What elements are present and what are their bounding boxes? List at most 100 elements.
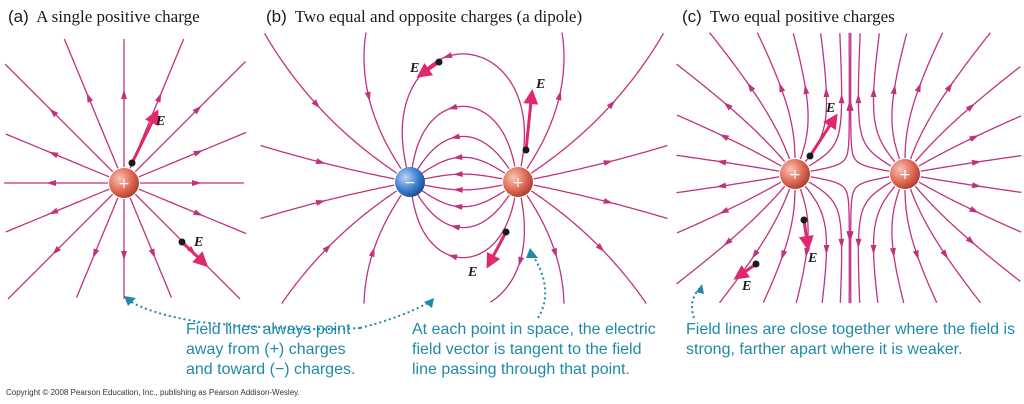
- panel-b-field-line-arrow: [447, 254, 458, 261]
- panel-c-field-line-arrow: [838, 93, 845, 104]
- panel-c-field-line: [891, 188, 905, 304]
- panel-b-field-line-arrow: [447, 103, 458, 110]
- panel-c-field-line-arrow: [914, 82, 921, 93]
- panel-a-field-line-arrow: [121, 89, 127, 99]
- panel-b-field-line-neg: [260, 144, 395, 180]
- panel-c-field-line: [909, 188, 982, 304]
- panel-c-field-line: [872, 185, 896, 303]
- panel-c-field-line: [857, 33, 892, 167]
- panel-c-field-line-arrow: [751, 249, 760, 259]
- panel-c-field-line: [904, 32, 944, 158]
- panel-c-field-line: [676, 185, 786, 285]
- panel-a-field-line: [5, 188, 110, 233]
- panel-b-field-line: [420, 188, 506, 208]
- e-vector-c-1: [808, 113, 838, 157]
- panel-b-field-line: [415, 135, 510, 173]
- caption-a-line-2: away from (+) charges: [186, 341, 346, 358]
- panel-b-field-line-neg-arrow: [315, 158, 326, 164]
- panel-c-field-line-arrow: [723, 102, 733, 111]
- panel-b-field-line-neg-arrow: [364, 91, 371, 102]
- panel-a-letter: (a): [8, 7, 29, 26]
- panel-b-field-lines: [260, 32, 668, 304]
- e-label-a-2: E: [193, 235, 203, 250]
- panel-a-field-line-arrow: [92, 248, 100, 259]
- panel-a-field-line: [134, 60, 247, 173]
- panel-c-field-line: [676, 114, 782, 167]
- panel-a-field-lines: [4, 38, 247, 300]
- panel-c-field-line-arrow: [781, 249, 788, 260]
- panel-c-field-line-arrow: [965, 103, 975, 112]
- panel-b-field-line: [533, 144, 668, 180]
- panel-b-field-line-arrow: [442, 52, 453, 58]
- panel-a-field-line: [63, 38, 119, 169]
- panel-c-field-line-arrow: [847, 101, 854, 111]
- panel-a-field-line: [5, 133, 110, 178]
- panel-b-field-line-arrow: [452, 154, 463, 161]
- panel-c-field-line: [920, 154, 1022, 172]
- e-dot-b-1: [435, 58, 443, 66]
- panel-c-field-line-arrow: [823, 244, 830, 255]
- panel-c-field-line-arrow: [940, 249, 949, 259]
- panel-a-field-line-arrow: [192, 105, 202, 115]
- panel-c-field-line: [804, 185, 828, 303]
- e-dot-a-1: [128, 159, 136, 167]
- e-dot-b-3: [502, 228, 510, 236]
- e-dot-c-2: [800, 216, 808, 224]
- panel-c-field-line: [718, 188, 791, 304]
- charge-b-minus: −: [395, 167, 425, 197]
- caption-density: Field lines are close together where the…: [686, 320, 1015, 360]
- charge-a-plus: +: [109, 168, 139, 198]
- e-vector-a-1: [130, 109, 159, 164]
- e-vector-c-3: [733, 262, 757, 280]
- charge-c-plus-left-ball: [780, 159, 810, 189]
- e-label-c-1: E: [825, 101, 835, 116]
- panel-c-field-line: [709, 32, 791, 160]
- panel-a-field-line-arrow: [46, 180, 56, 186]
- panel-b-field-line: [530, 33, 665, 174]
- e-vector-a-2: [180, 240, 209, 268]
- charge-a-plus-sign: +: [118, 176, 130, 192]
- pointer-tangent: [531, 253, 547, 319]
- panel-b-field-line-arrow: [603, 160, 614, 166]
- pointer-density: [691, 287, 701, 319]
- charge-b-plus-ball: [503, 167, 533, 197]
- panel-c-field-line: [857, 181, 892, 303]
- panel-b-title-text: Two equal and opposite charges (a dipole…: [295, 7, 582, 26]
- e-vector-b-3: [486, 231, 508, 269]
- panel-b-field-line-neg: [281, 190, 398, 304]
- caption-pointers: [127, 253, 701, 331]
- panel-a-field-line: [75, 197, 119, 298]
- panel-c-field-line: [756, 32, 796, 158]
- panel-b-field-line: [526, 194, 565, 304]
- panel-c-field-line: [762, 190, 796, 303]
- panel-b-field-line-arrow: [555, 90, 562, 101]
- panel-c-field-line-arrow: [971, 159, 982, 166]
- panel-c-field-lines: [676, 32, 1022, 304]
- panel-b-field-line-arrow: [603, 198, 614, 204]
- panel-c-field-line: [676, 181, 782, 234]
- panel-c-field-line-arrow: [803, 84, 810, 95]
- e-vector-labels: E E E E E E E E: [155, 61, 835, 294]
- panel-a-field-line-arrow: [193, 209, 203, 216]
- panel-c-field-line-arrow: [716, 159, 727, 166]
- pointer-head-density: [696, 284, 704, 294]
- panel-b-field-line: [420, 156, 506, 176]
- panel-b-field-line-arrow: [450, 133, 461, 140]
- e-vector-b-2: [523, 89, 539, 151]
- panel-a-title-text: A single positive charge: [36, 7, 200, 26]
- panel-a-field-line: [138, 131, 247, 178]
- e-label-b-1: E: [409, 61, 419, 76]
- panel-c-field-line-arrow: [847, 231, 854, 241]
- panel-c-field-line-arrow: [838, 238, 845, 249]
- charge-b-minus-ball: [395, 167, 425, 197]
- panel-c-field-line: [909, 32, 991, 160]
- panel-a-field-line-arrow: [48, 151, 59, 159]
- panel-b-field-line: [530, 190, 647, 304]
- charge-c-plus-right-sign: +: [899, 167, 911, 183]
- panel-c-title-text: Two equal positive charges: [710, 7, 895, 26]
- panel-c-field-line-arrow: [889, 247, 896, 258]
- panel-c-field-line-arrow: [912, 249, 919, 260]
- caption-field-lines-point: Field lines always point away from (+) c…: [186, 320, 355, 380]
- panel-b-field-line: [533, 184, 668, 220]
